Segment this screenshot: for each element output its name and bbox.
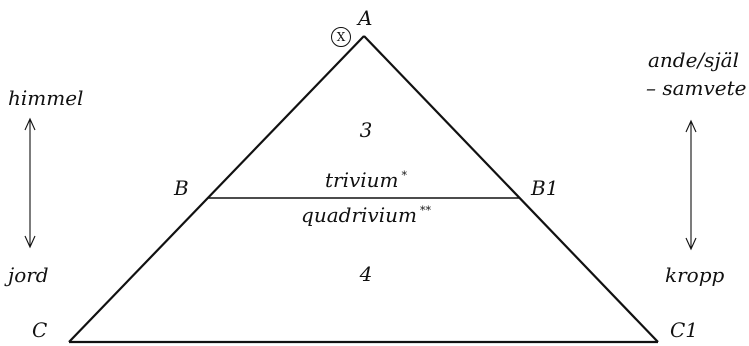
circled-x-marker: X — [331, 27, 351, 47]
trivium-footnote-mark: * — [401, 169, 408, 183]
left-edge — [68, 35, 365, 343]
vertex-c1-label: C1 — [670, 318, 699, 342]
section-3-number: 3 — [359, 118, 373, 142]
vertex-b-label: B — [174, 176, 189, 200]
quadrivium-text: quadrivium — [301, 203, 417, 227]
himmel-label: himmel — [8, 86, 84, 110]
kropp-label: kropp — [665, 263, 725, 287]
right-edge — [363, 35, 659, 343]
left-double-arrow — [24, 117, 36, 249]
vertex-c-label: C — [32, 318, 48, 342]
trivium-text: trivium — [324, 168, 399, 192]
jord-label: jord — [8, 263, 49, 287]
right-double-arrow — [685, 119, 697, 251]
samvete-label: – samvete — [646, 76, 747, 100]
vertex-b1-label: B1 — [531, 176, 559, 200]
quadrivium-label: quadrivium** — [301, 205, 431, 225]
quadrivium-footnote-mark: ** — [419, 204, 431, 218]
section-4-number: 4 — [359, 262, 373, 286]
ande-sjal-label: ande/själ — [648, 48, 739, 72]
trivium-label: trivium* — [325, 170, 407, 190]
vertex-a-label: A — [358, 6, 373, 30]
